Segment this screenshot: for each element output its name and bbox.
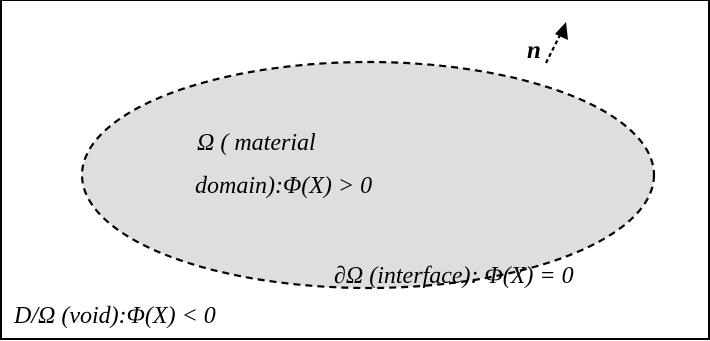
void-label: D/Ω (void):Φ(X) < 0: [14, 304, 216, 328]
material-domain-ellipse: [80, 60, 656, 290]
normal-vector-label: n: [527, 37, 541, 64]
interface-text: ∂Ω (interface): [334, 263, 471, 289]
normal-vector-arrowhead: [555, 22, 568, 40]
material-domain-label-line2: domain):Φ(X) > 0: [195, 174, 372, 198]
normal-vector-line: [545, 32, 562, 64]
void-text: D/Ω (void): [14, 303, 119, 329]
material-condition: :Φ(X) > 0: [275, 173, 373, 199]
interface-label: ∂Ω (interface): Φ(X) = 0: [334, 264, 574, 288]
material-domain-word: domain): [195, 173, 275, 199]
interface-condition: : Φ(X) = 0: [470, 263, 574, 289]
void-condition: :Φ(X) < 0: [118, 303, 216, 329]
material-domain-label-line1: Ω ( material: [197, 130, 316, 156]
